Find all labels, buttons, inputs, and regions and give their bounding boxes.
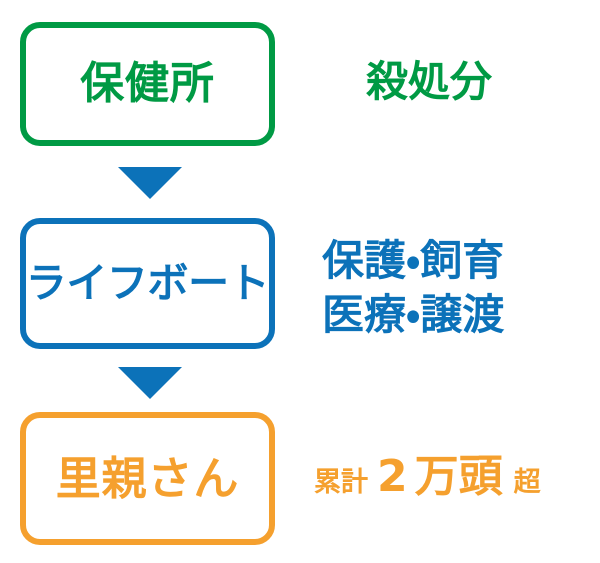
annotation-services: 保護・飼育 医療・譲渡 [322, 234, 504, 342]
arrow-down-icon-health-to-lifeboat [118, 167, 182, 199]
flow-node-health-center: 保健所 [20, 22, 275, 146]
annotation-total-suffix: 超 [513, 467, 541, 498]
flow-node-foster-parent-label: 里親さん [55, 452, 240, 505]
flow-node-foster-parent: 里親さん [20, 412, 275, 545]
annotation-total-number: 2 [377, 451, 408, 502]
flow-node-lifeboat-label: ライフボート [25, 259, 270, 307]
annotation-euthanasia: 殺処分 [366, 57, 493, 106]
arrow-down-icon-lifeboat-to-foster [118, 367, 182, 399]
flow-node-health-center-label: 保健所 [80, 58, 215, 109]
annotation-services-line-2: 医療・譲渡 [322, 289, 505, 339]
annotation-services-line-1: 保護・飼育 [322, 236, 505, 285]
annotation-cumulative-total: 累計 2 万頭 超 [314, 451, 541, 503]
annotation-total-unit: 万頭 [414, 451, 503, 502]
flow-node-lifeboat: ライフボート [20, 218, 275, 349]
annotation-total-prefix: 累計 [314, 467, 368, 498]
